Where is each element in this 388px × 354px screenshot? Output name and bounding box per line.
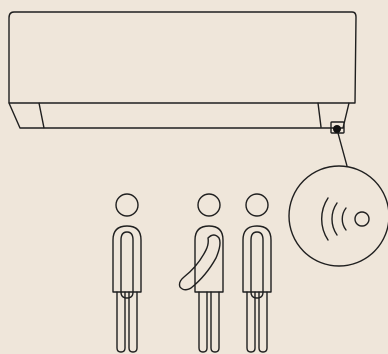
person-2-head	[197, 193, 221, 217]
sensor-dot	[333, 125, 341, 133]
person-1-legs	[116, 291, 138, 353]
person-3-head	[245, 193, 269, 217]
person-1-arm	[120, 231, 134, 299]
ac-body	[8, 11, 357, 104]
sensor-detection-zoom	[288, 165, 388, 267]
person-2-torso	[194, 225, 224, 293]
person-1-head	[115, 193, 139, 217]
person-3-torso	[242, 225, 272, 293]
person-2-arm	[178, 234, 221, 291]
wave-source	[354, 211, 370, 227]
person-2	[178, 193, 224, 353]
radio-waves-icon	[321, 197, 370, 241]
person-1	[112, 193, 142, 353]
person-3-arm	[250, 231, 264, 299]
ac-louver-divider-left	[38, 102, 45, 129]
wave-arc-2	[331, 202, 338, 236]
person-3	[242, 193, 272, 353]
person-2-legs	[198, 291, 220, 353]
ac-louver-divider-right	[317, 102, 322, 128]
wave-arc-3	[321, 197, 329, 241]
ac-louver	[8, 102, 350, 129]
person-3-legs	[246, 291, 268, 353]
air-conditioner-unit	[8, 11, 357, 129]
sensor-leader-line	[337, 132, 348, 167]
person-1-torso	[112, 225, 142, 293]
zoom-circle	[288, 165, 388, 267]
wave-arc-1	[341, 207, 347, 231]
